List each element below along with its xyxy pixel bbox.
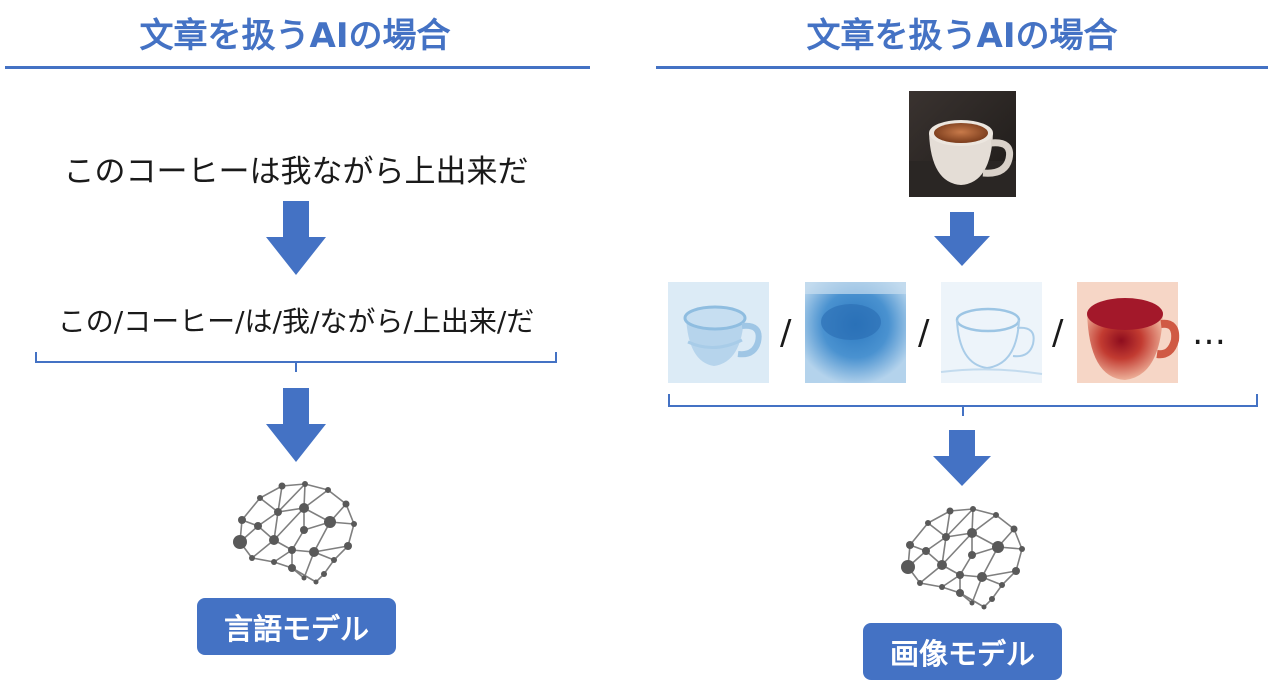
feature-map-4	[1077, 282, 1180, 383]
coffee-cup-photo	[909, 91, 1016, 197]
language-model-badge: 言語モデル	[197, 598, 396, 655]
brain-network-icon	[901, 506, 1025, 610]
feature-map-1	[668, 282, 769, 383]
brain-network-icon	[233, 481, 357, 585]
tokenized-sentence: この/コーヒー/は/我/ながら/上出来/だ	[57, 305, 535, 338]
feature-separator: /	[1052, 313, 1064, 353]
brace-icon	[668, 394, 1258, 416]
feature-map-2	[805, 282, 906, 383]
source-sentence: このコーヒーは我ながら上出来だ	[63, 154, 529, 190]
feature-separator: /	[918, 313, 930, 353]
down-arrow-icon	[933, 430, 991, 486]
right-title-underline	[656, 66, 1268, 69]
left-title-underline	[5, 66, 590, 69]
down-arrow-icon	[266, 201, 326, 275]
right-title: 文章を扱うAIの場合	[806, 16, 1118, 56]
down-arrow-icon	[266, 388, 326, 462]
down-arrow-icon	[934, 212, 990, 266]
image-model-badge: 画像モデル	[863, 623, 1062, 680]
brace-icon	[35, 352, 557, 372]
feature-map-3	[940, 282, 1043, 383]
left-title: 文章を扱うAIの場合	[139, 16, 451, 56]
ellipsis: …	[1192, 313, 1228, 353]
feature-separator: /	[780, 313, 792, 353]
